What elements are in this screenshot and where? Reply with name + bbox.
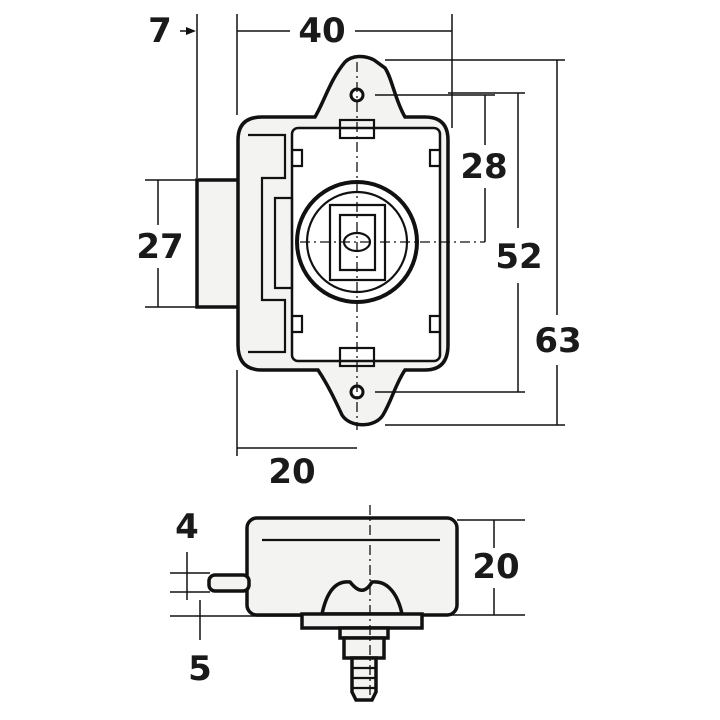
dim-label-27: 27 xyxy=(136,227,183,267)
side-base-plate xyxy=(300,612,424,630)
dim-label-63: 63 xyxy=(534,321,581,361)
dim-label-20-side: 20 xyxy=(472,547,519,587)
side-dimensions xyxy=(170,519,525,640)
dim-label-40: 40 xyxy=(298,11,345,51)
latch-bolt xyxy=(195,178,245,309)
cylinder-inner xyxy=(338,213,377,272)
latch-side-rail xyxy=(248,133,287,354)
latch-slot xyxy=(273,196,294,290)
notch-bottom-right xyxy=(428,314,440,334)
notch-top-left xyxy=(292,148,304,168)
side-bolt-pin xyxy=(207,573,251,593)
screw-nut xyxy=(342,636,386,660)
dim-label-7: 7 xyxy=(148,11,172,51)
dim-label-20-front: 20 xyxy=(268,452,315,492)
dim-label-52: 52 xyxy=(495,237,542,277)
cylinder-core xyxy=(328,203,387,282)
dim-label-28: 28 xyxy=(460,147,507,187)
dim-label-4: 4 xyxy=(175,507,199,547)
front-dimensions xyxy=(145,14,565,456)
arrow-7 xyxy=(186,27,196,35)
dim-label-5: 5 xyxy=(188,649,212,689)
side-view xyxy=(207,505,459,705)
side-handle xyxy=(319,580,405,616)
notch-top-right xyxy=(428,148,440,168)
front-view xyxy=(195,54,485,430)
notch-bottom-left xyxy=(292,314,304,334)
dimension-labels: 7 40 28 27 52 63 20 4 20 5 xyxy=(136,11,581,689)
